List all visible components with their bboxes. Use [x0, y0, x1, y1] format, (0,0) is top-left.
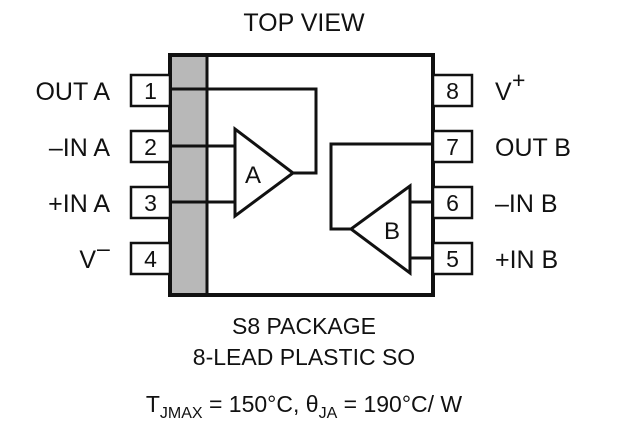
- pin-8-label: V: [495, 78, 512, 106]
- pin-3-lead: [129, 185, 172, 220]
- thermal-t-subscript: JMAX: [160, 405, 203, 422]
- pin-2-label: –IN A: [49, 134, 110, 162]
- pin-1-lead: [129, 73, 172, 108]
- pin-3-label: +IN A: [48, 190, 110, 218]
- pin-4-label: V: [79, 246, 96, 274]
- pin-7-lead: [431, 129, 474, 164]
- pin-4-lead: [129, 241, 172, 276]
- pin-2-number: 2: [144, 134, 157, 160]
- pin-4-number: 4: [144, 246, 157, 272]
- pin-6: 6 –IN B: [431, 185, 558, 220]
- package-name: S8 PACKAGE: [232, 313, 376, 339]
- pin-5-label: +IN B: [495, 246, 558, 274]
- wire-out-b: [329, 142, 433, 231]
- pin-8-number: 8: [446, 78, 459, 104]
- pin-1-number: 1: [144, 78, 157, 104]
- thermal-spec: TJMAX = 150°C, θJA = 190°C/ W: [146, 391, 463, 422]
- pin-6-number: 6: [446, 190, 459, 216]
- thermal-theta-symbol: θ: [306, 391, 319, 417]
- pin-8: 8 V +: [431, 67, 525, 108]
- pin-7-number: 7: [446, 134, 459, 160]
- amp-b-wiring: [329, 142, 433, 260]
- pin-7-label: OUT B: [495, 134, 571, 162]
- amplifier-b-triangle: [348, 183, 412, 276]
- amp-a-wiring: [172, 87, 318, 204]
- pin-7: 7 OUT B: [431, 129, 571, 164]
- pin-1-label: OUT A: [35, 78, 110, 106]
- amplifier-a-label: A: [245, 162, 261, 189]
- pin-6-label: –IN B: [495, 190, 558, 218]
- pin-5: 5 +IN B: [431, 241, 558, 276]
- pin-4-label-superscript: –: [97, 235, 110, 261]
- thermal-theta-subscript: JA: [319, 405, 338, 422]
- amplifier-a-triangle: [233, 125, 296, 219]
- pin-5-number: 5: [446, 246, 459, 272]
- wire-out-a: [172, 87, 318, 175]
- amplifier-b-label: B: [384, 218, 400, 245]
- thermal-t-symbol: T: [146, 391, 160, 417]
- thermal-t-value: = 150°C,: [203, 391, 306, 417]
- view-label: TOP VIEW: [243, 9, 365, 37]
- package-description: 8-LEAD PLASTIC SO: [193, 344, 415, 370]
- thermal-theta-value: = 190°C/ W: [337, 391, 462, 417]
- pin1-marker-stripe: [172, 57, 207, 293]
- pin-2: 2 –IN A: [49, 129, 172, 164]
- pin-2-lead: [129, 129, 172, 164]
- pin-3-number: 3: [144, 190, 157, 216]
- pin-1: 1 OUT A: [35, 73, 172, 108]
- pin-3: 3 +IN A: [48, 185, 172, 220]
- pin-8-label-superscript: +: [512, 67, 525, 93]
- pin-4: 4 V –: [79, 235, 172, 276]
- pin-8-lead: [431, 73, 474, 108]
